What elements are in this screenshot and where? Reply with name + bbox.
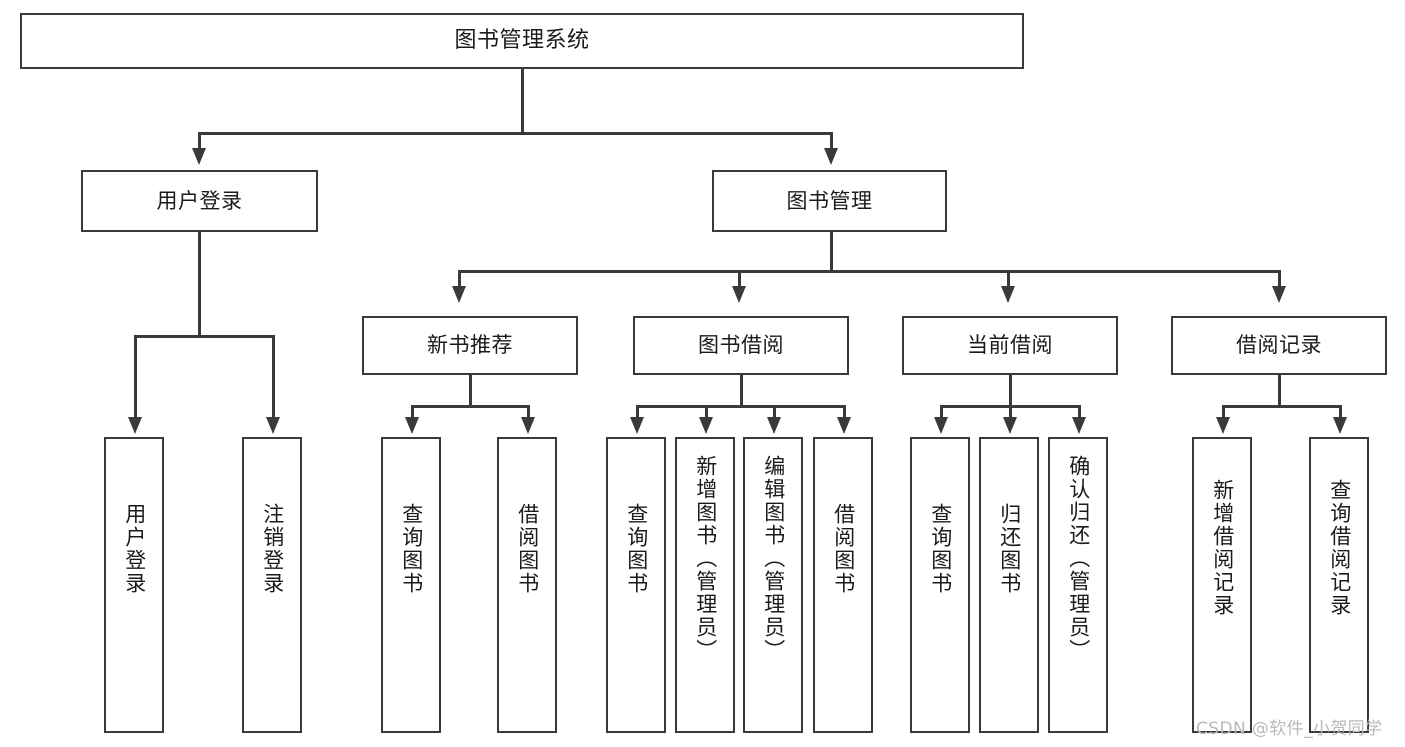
arrowhead-leaf-return-book <box>1003 417 1017 434</box>
edge-book-manage-leg-3 <box>1007 270 1010 288</box>
edge-user-login-leg-2 <box>272 335 275 419</box>
arrowhead-current-borrow <box>1001 286 1015 303</box>
edge-new-book-rec-stem <box>469 375 472 407</box>
node-root[interactable]: 图书管理系统 <box>20 13 1024 69</box>
node-leaf-query-book-3-label: 查询图书 <box>928 503 953 595</box>
node-leaf-return-book-label: 归还图书 <box>997 503 1022 595</box>
edge-borrow-record-leg-1 <box>1222 405 1225 419</box>
arrowhead-leaf-borrow-book-2 <box>837 417 851 434</box>
node-leaf-add-record[interactable]: 新增借阅记录 <box>1192 437 1252 733</box>
edge-root-to-book-manage <box>830 132 833 150</box>
node-leaf-logout-label: 注销登录 <box>260 503 285 595</box>
edge-new-book-rec-leg-2 <box>527 405 530 419</box>
node-leaf-query-record-label: 查询借阅记录 <box>1327 479 1352 617</box>
edge-borrow-record-stem <box>1278 375 1281 407</box>
arrowhead-leaf-user-login <box>128 417 142 434</box>
node-leaf-edit-book[interactable]: 编辑图书（管理员） <box>743 437 803 733</box>
arrowhead-leaf-edit-book <box>767 417 781 434</box>
node-leaf-query-record[interactable]: 查询借阅记录 <box>1309 437 1369 733</box>
node-leaf-confirm-return-label: 确认归还（管理员） <box>1066 455 1091 662</box>
node-leaf-borrow-book-2[interactable]: 借阅图书 <box>813 437 873 733</box>
node-leaf-add-book-label: 新增图书（管理员） <box>693 455 718 662</box>
node-leaf-add-book[interactable]: 新增图书（管理员） <box>675 437 735 733</box>
arrowhead-leaf-confirm-return <box>1072 417 1086 434</box>
edge-current-borrow-leg-2 <box>1009 405 1012 419</box>
edge-current-borrow-stem <box>1009 375 1012 407</box>
node-borrow-record[interactable]: 借阅记录 <box>1171 316 1387 375</box>
node-leaf-query-book-2-label: 查询图书 <box>624 503 649 595</box>
node-leaf-query-book-1-label: 查询图书 <box>399 503 424 595</box>
edge-book-manage-leg-1 <box>458 270 461 288</box>
arrowhead-leaf-logout <box>266 417 280 434</box>
arrowhead-new-book-rec <box>452 286 466 303</box>
arrowhead-leaf-borrow-book-1 <box>521 417 535 434</box>
node-user-login[interactable]: 用户登录 <box>81 170 318 232</box>
edge-book-borrow-stem <box>740 375 743 407</box>
edge-borrow-record-leg-2 <box>1339 405 1342 419</box>
node-leaf-confirm-return[interactable]: 确认归还（管理员） <box>1048 437 1108 733</box>
node-book-borrow-label: 图书借阅 <box>698 333 784 358</box>
edge-root-bus <box>198 132 832 135</box>
node-leaf-query-book-3[interactable]: 查询图书 <box>910 437 970 733</box>
edge-book-borrow-bus <box>636 405 845 408</box>
node-book-manage-label: 图书管理 <box>786 188 873 213</box>
node-current-borrow-label: 当前借阅 <box>967 333 1053 358</box>
edge-root-stem <box>521 69 524 133</box>
node-leaf-user-login[interactable]: 用户登录 <box>104 437 164 733</box>
node-book-borrow[interactable]: 图书借阅 <box>633 316 849 375</box>
arrowhead-leaf-add-book <box>699 417 713 434</box>
csdn-watermark: CSDN @软件_小贺同学 <box>1196 719 1383 739</box>
arrowhead-book-manage <box>824 148 838 165</box>
edge-book-borrow-leg-2 <box>705 405 708 419</box>
node-new-book-rec[interactable]: 新书推荐 <box>362 316 578 375</box>
node-new-book-rec-label: 新书推荐 <box>427 333 513 358</box>
arrowhead-book-borrow <box>732 286 746 303</box>
arrowhead-leaf-query-record <box>1333 417 1347 434</box>
node-leaf-query-book-2[interactable]: 查询图书 <box>606 437 666 733</box>
edge-book-manage-leg-4 <box>1278 270 1281 288</box>
arrowhead-borrow-record <box>1272 286 1286 303</box>
node-leaf-return-book[interactable]: 归还图书 <box>979 437 1039 733</box>
edge-book-borrow-leg-3 <box>773 405 776 419</box>
node-leaf-borrow-book-2-label: 借阅图书 <box>831 503 856 595</box>
node-leaf-user-login-label: 用户登录 <box>122 503 147 595</box>
edge-user-login-bus <box>134 335 274 338</box>
node-user-login-label: 用户登录 <box>156 188 243 213</box>
node-leaf-logout[interactable]: 注销登录 <box>242 437 302 733</box>
node-leaf-add-record-label: 新增借阅记录 <box>1210 479 1235 617</box>
arrowhead-user-login <box>192 148 206 165</box>
edge-user-login-leg-1 <box>134 335 137 419</box>
edge-book-manage-bus <box>458 270 1281 273</box>
node-leaf-borrow-book-1[interactable]: 借阅图书 <box>497 437 557 733</box>
node-leaf-query-book-1[interactable]: 查询图书 <box>381 437 441 733</box>
edge-new-book-rec-leg-1 <box>411 405 414 419</box>
edge-book-borrow-leg-1 <box>636 405 639 419</box>
edge-root-to-user-login <box>198 132 201 150</box>
edge-current-borrow-leg-1 <box>940 405 943 419</box>
node-root-label: 图书管理系统 <box>454 28 590 54</box>
edge-current-borrow-leg-3 <box>1078 405 1081 419</box>
arrowhead-leaf-query-book-3 <box>934 417 948 434</box>
edge-book-borrow-leg-4 <box>843 405 846 419</box>
edge-user-login-stem <box>198 232 201 337</box>
arrowhead-leaf-add-record <box>1216 417 1230 434</box>
arrowhead-leaf-query-book-2 <box>630 417 644 434</box>
node-current-borrow[interactable]: 当前借阅 <box>902 316 1118 375</box>
edge-book-manage-leg-2 <box>738 270 741 288</box>
arrowhead-leaf-query-book-1 <box>405 417 419 434</box>
node-leaf-borrow-book-1-label: 借阅图书 <box>515 503 540 595</box>
edge-new-book-rec-bus <box>411 405 529 408</box>
edge-book-manage-stem <box>830 232 833 272</box>
edge-borrow-record-bus <box>1222 405 1341 408</box>
node-leaf-edit-book-label: 编辑图书（管理员） <box>761 455 786 662</box>
node-borrow-record-label: 借阅记录 <box>1236 333 1322 358</box>
node-book-manage[interactable]: 图书管理 <box>712 170 947 232</box>
